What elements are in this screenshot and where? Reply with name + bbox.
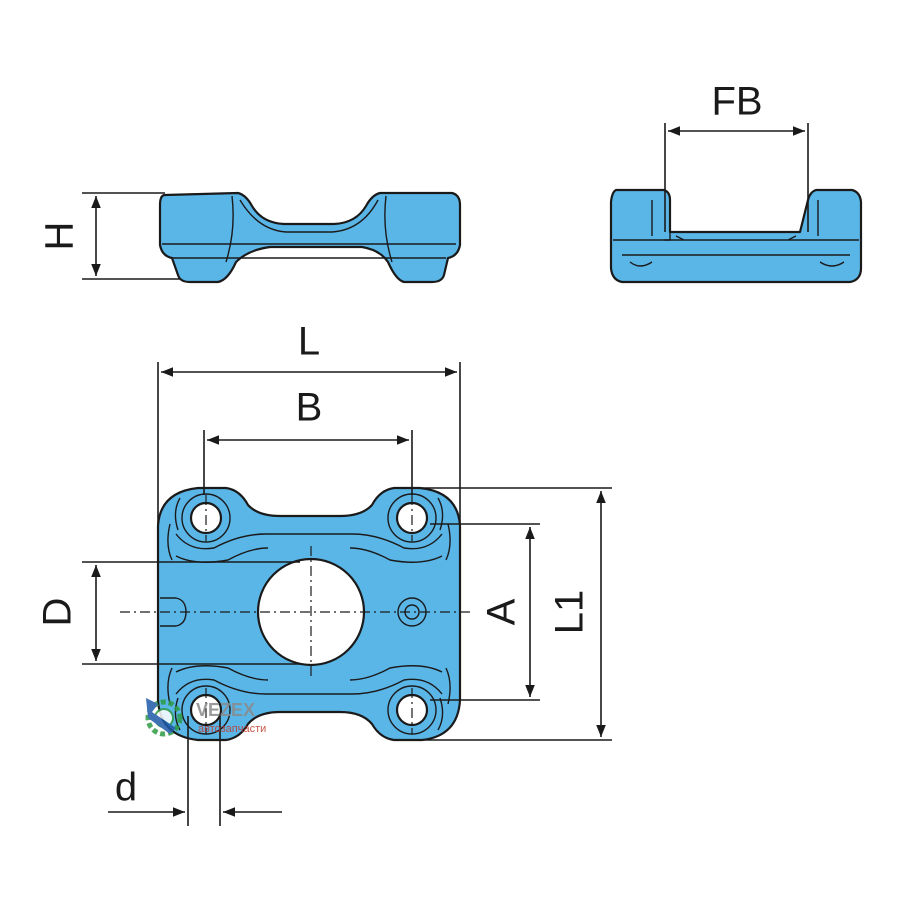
label-H: H [38, 222, 82, 251]
dimension-d: d [108, 716, 282, 826]
gear-wrench-logo-icon [145, 698, 183, 737]
dimension-FB: FB [664, 80, 809, 232]
label-B: B [296, 386, 323, 430]
plan-view [120, 486, 470, 742]
label-L1: L1 [548, 590, 592, 635]
side-view-body [158, 191, 462, 284]
label-FB: FB [711, 80, 762, 124]
dimension-H: H [38, 192, 180, 280]
end-view [609, 188, 863, 284]
label-D: D [36, 598, 80, 627]
label-A: A [480, 598, 524, 625]
label-L: L [298, 320, 320, 364]
dimension-L: L [157, 320, 461, 526]
watermark: VEZEX автозапчасти [145, 698, 266, 737]
dimension-A: A [430, 523, 540, 701]
dimension-D: D [36, 561, 300, 665]
watermark-brand: VEZEX [196, 700, 255, 720]
label-d: d [115, 766, 137, 810]
end-view-body [609, 188, 863, 284]
dimension-L1: L1 [420, 487, 612, 741]
watermark-subtitle: автозапчасти [198, 723, 266, 735]
side-view [158, 191, 462, 284]
dimension-B: B [203, 386, 413, 495]
